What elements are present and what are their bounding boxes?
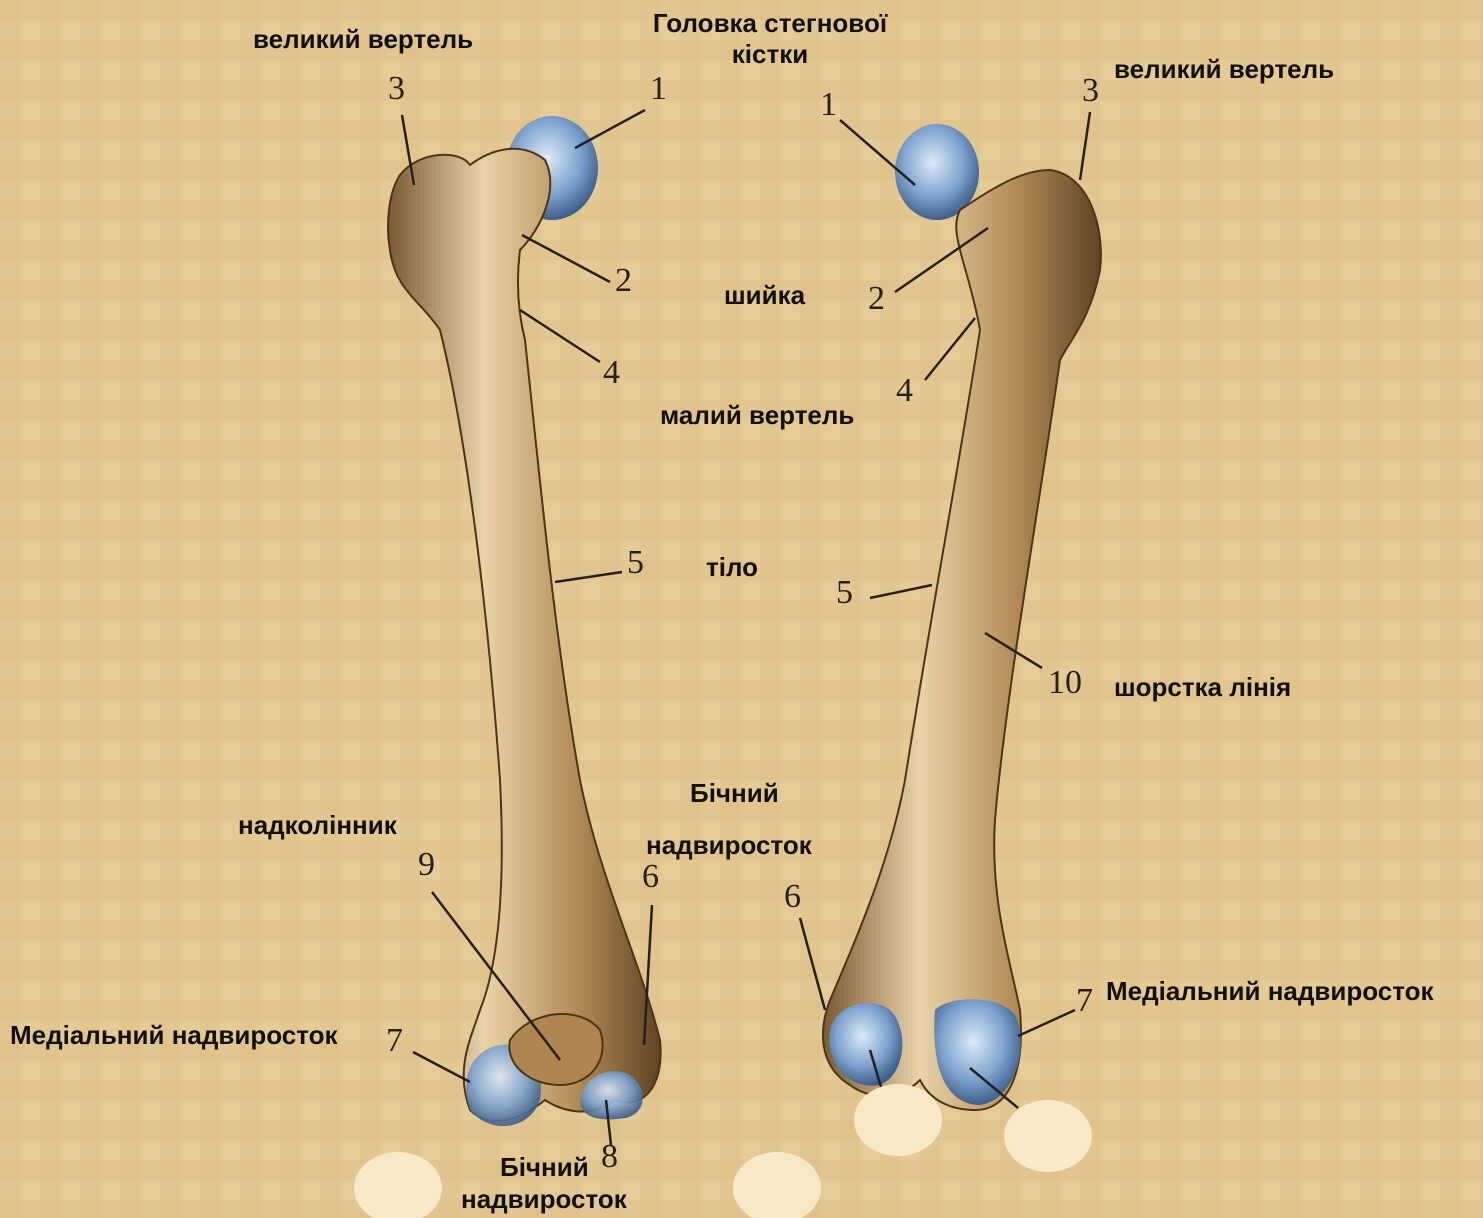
marker-8-left: 8 <box>601 1140 618 1174</box>
marker-4-left: 4 <box>603 356 620 390</box>
marker-3-left: 3 <box>388 72 405 106</box>
label-patella: надколінник <box>238 810 397 841</box>
marker-1-right: 1 <box>820 88 837 122</box>
label-neck: шийка <box>724 280 805 311</box>
marker-2-right: 2 <box>868 282 885 316</box>
label-femoral-head: Головка стегнової кістки <box>620 8 920 70</box>
marker-3-right: 3 <box>1082 74 1099 108</box>
marker-9-left: 9 <box>418 848 435 882</box>
label-greater-trochanter-left: великий вертель <box>253 24 473 55</box>
label-greater-trochanter-right: великий вертель <box>1114 54 1334 85</box>
marker-7-left: 7 <box>386 1024 403 1058</box>
label-lesser-trochanter: малий вертель <box>660 400 854 431</box>
marker-10-right: 10 <box>1048 666 1082 700</box>
label-femoral-head-line2: кістки <box>620 39 920 70</box>
label-femoral-head-line1: Головка стегнової <box>620 8 920 39</box>
marker-5-left: 5 <box>627 546 644 580</box>
label-linea-aspera: шорстка лінія <box>1114 672 1291 703</box>
marker-2-left: 2 <box>615 264 632 298</box>
marker-1-left: 1 <box>650 72 667 106</box>
marker-6-left: 6 <box>642 860 659 894</box>
label-lateral-condyle-line1: Бічний <box>500 1152 589 1183</box>
label-lateral-epicondyle-line2: надвиросток <box>646 830 812 861</box>
label-medial-condyle-left: Медіальний надвиросток <box>10 1020 338 1051</box>
marker-5-right: 5 <box>836 576 853 610</box>
marker-6-right: 6 <box>784 880 801 914</box>
label-medial-condyle-right: Медіальний надвиросток <box>1106 976 1434 1007</box>
marker-7-right: 7 <box>1076 984 1093 1018</box>
marker-4-right: 4 <box>896 374 913 408</box>
label-lateral-condyle-line2: надвиросток <box>461 1184 627 1215</box>
label-body: тіло <box>706 552 758 583</box>
label-lateral-epicondyle-line1: Бічний <box>690 778 779 809</box>
